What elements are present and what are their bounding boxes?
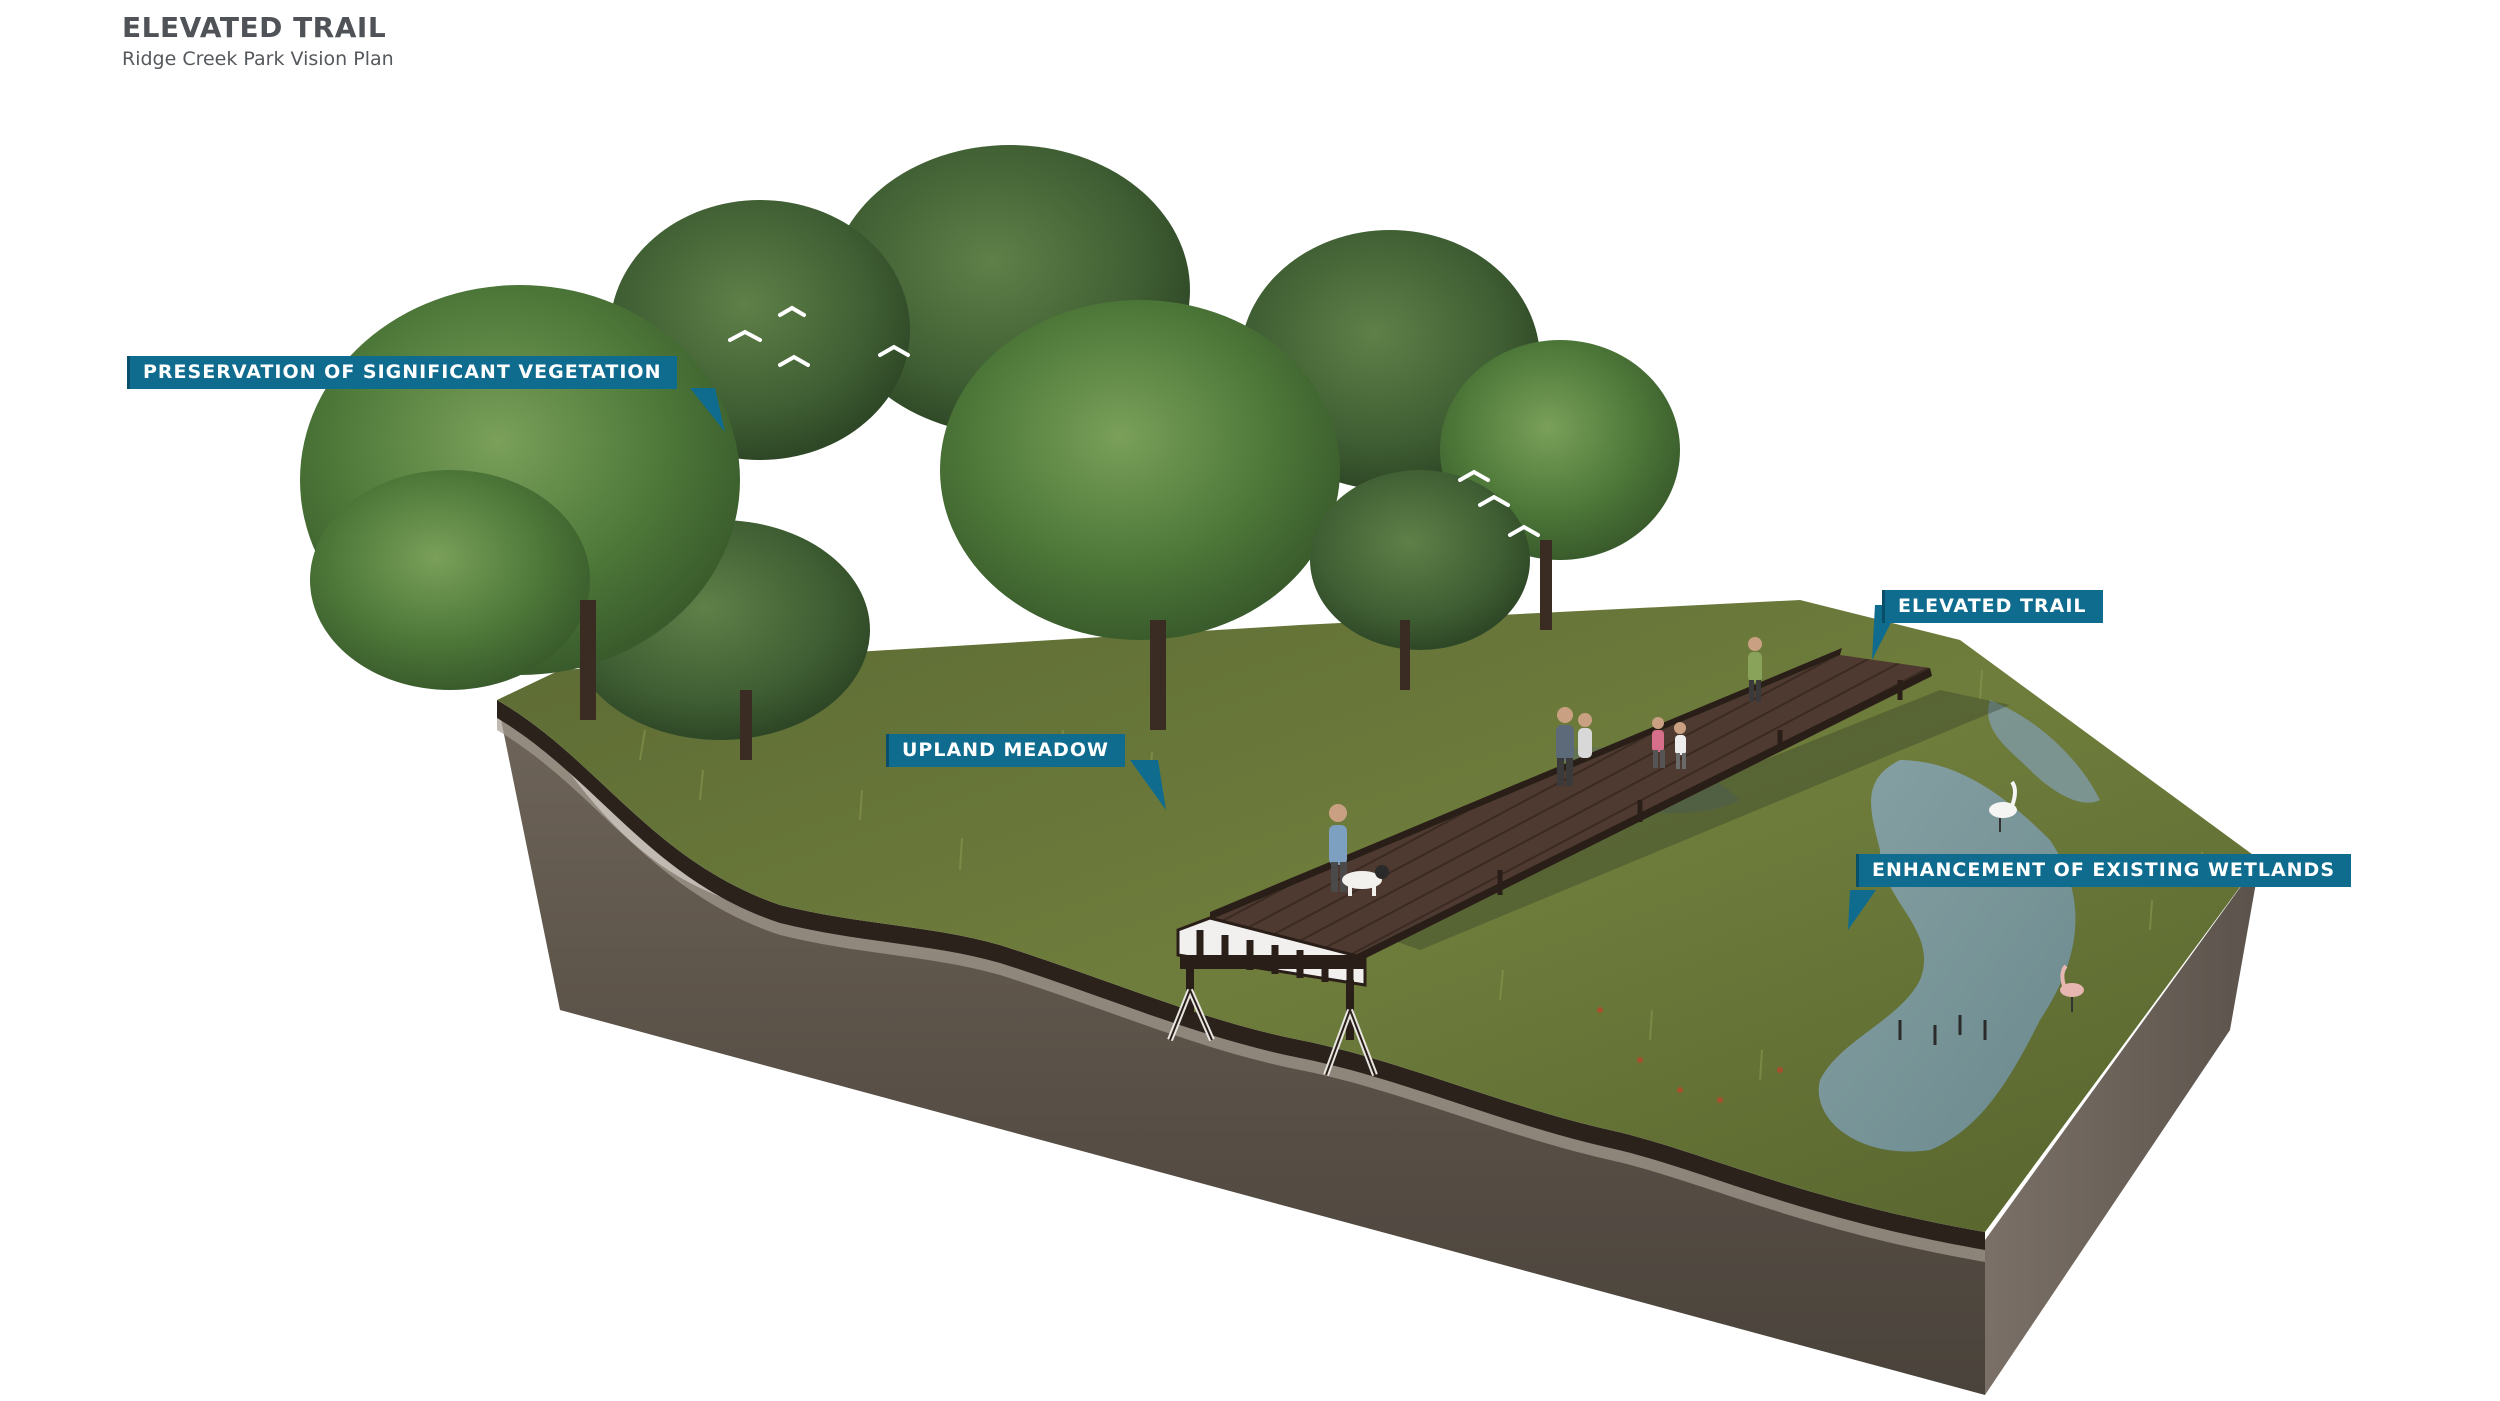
egrets: [1898, 780, 2084, 1045]
boardwalk-section: [1167, 916, 1378, 1077]
people: [1329, 637, 1762, 896]
page-title: ELEVATED TRAIL: [122, 11, 387, 44]
person-far: [1748, 637, 1762, 702]
boardwalk-shadow: [1350, 690, 2010, 950]
callout-vegetation: PRESERVATION OF SIGNIFICANT VEGETATION: [127, 356, 678, 389]
boardwalk-deck: [1210, 655, 1930, 955]
birds: [728, 305, 1540, 537]
child-pink: [1652, 717, 1665, 768]
child-white: [1674, 722, 1686, 769]
person-walker: [1556, 707, 1592, 786]
soil-side-face: [1985, 860, 2260, 1395]
page-subtitle: Ridge Creek Park Vision Plan: [122, 48, 394, 70]
dog-icon: [1342, 865, 1389, 896]
callout-elevated-trail: ELEVATED TRAIL: [1882, 590, 2103, 623]
header: ELEVATED TRAIL Ridge Creek Park Vision P…: [122, 10, 394, 72]
callout-wetlands: ENHANCEMENT OF EXISTING WETLANDS: [1856, 854, 2352, 887]
callout-upland-meadow: UPLAND MEADOW: [886, 734, 1125, 767]
